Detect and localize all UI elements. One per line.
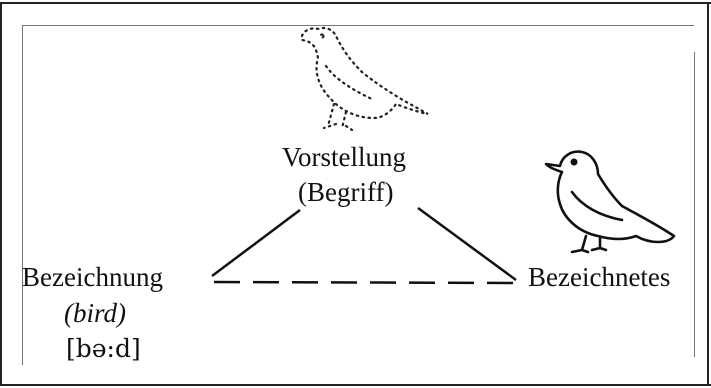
- inner-border-top: [22, 25, 694, 26]
- concept-referent-edge: [417, 206, 517, 282]
- outer-border-bottom: [0, 384, 711, 386]
- inner-border-left: [22, 25, 23, 365]
- bird-icon: [544, 150, 676, 254]
- outer-border-top: [0, 2, 711, 4]
- signifier-label: Bezeichnung: [22, 262, 163, 292]
- dotted-bird-icon: [300, 26, 429, 132]
- outer-border-left: [0, 2, 2, 386]
- signifier-referent-dashed-edge: [213, 280, 515, 285]
- signifier-ipa: [bə:d]: [66, 334, 141, 363]
- referent-label: Bezeichnetes: [528, 262, 671, 292]
- concept-label: Vorstellung: [282, 142, 407, 172]
- concept-sublabel: (Begriff): [298, 177, 394, 207]
- signifier-word: (bird): [64, 298, 126, 328]
- outer-border-right: [707, 2, 709, 386]
- inner-border-right: [694, 52, 695, 357]
- concept-signifier-edge: [211, 209, 301, 277]
